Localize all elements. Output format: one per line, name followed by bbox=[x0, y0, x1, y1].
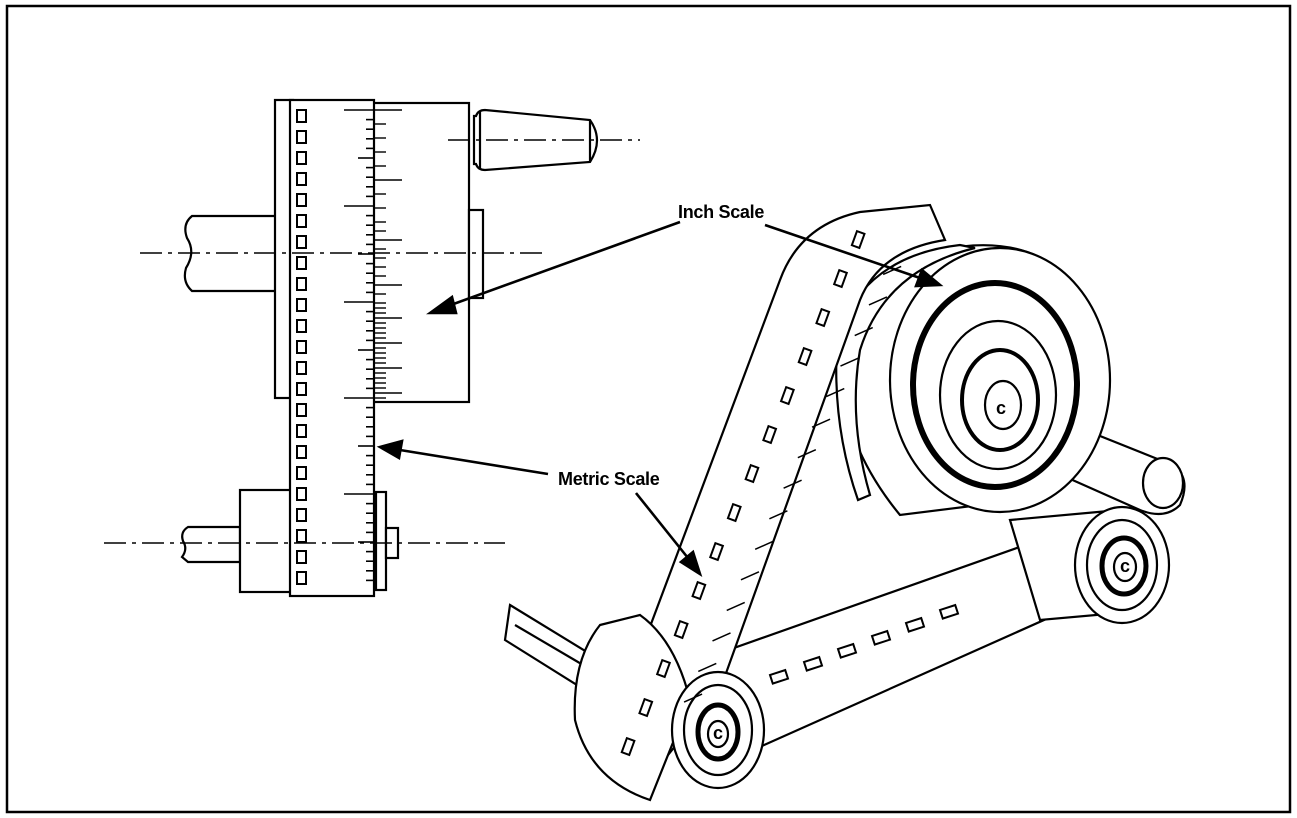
callout-arrows bbox=[376, 220, 944, 578]
side-view-dial-assembly bbox=[180, 98, 599, 598]
iso-hole bbox=[708, 541, 725, 562]
iso-tick bbox=[825, 387, 845, 398]
iso-tick bbox=[783, 479, 802, 489]
iso-hole bbox=[673, 619, 689, 640]
iso-bottom-hole bbox=[836, 642, 858, 659]
iso-hole bbox=[726, 502, 742, 523]
isometric-view bbox=[503, 203, 1186, 802]
iso-hole bbox=[779, 385, 795, 406]
belt-hole bbox=[296, 130, 307, 144]
iso-hole bbox=[797, 346, 813, 367]
iso-hole bbox=[832, 268, 849, 289]
belt-sprocket-holes bbox=[296, 109, 307, 585]
belt-hole bbox=[296, 298, 307, 312]
inch-scale-band bbox=[835, 243, 976, 502]
belt-hole bbox=[296, 193, 307, 207]
right-idler-pulley bbox=[1008, 505, 1171, 625]
iso-hole bbox=[815, 307, 831, 328]
drum-center-mark: c bbox=[996, 398, 1006, 418]
lower-shaft bbox=[180, 525, 242, 564]
belt-hole bbox=[296, 403, 307, 417]
belt-hole bbox=[296, 487, 307, 501]
iso-tick bbox=[769, 510, 788, 520]
drum-collar bbox=[467, 208, 485, 300]
metric-scale-ticks bbox=[344, 109, 374, 582]
idler-center-mark: c bbox=[1120, 556, 1130, 576]
inclined-metric-belt bbox=[598, 203, 947, 792]
iso-tick bbox=[797, 449, 817, 459]
iso-bottom-hole bbox=[802, 655, 824, 672]
belt-hole bbox=[296, 550, 307, 564]
iso-tick bbox=[854, 326, 874, 337]
belt-hole bbox=[296, 340, 307, 354]
belt-hole bbox=[296, 529, 307, 543]
iso-tick bbox=[712, 632, 731, 642]
pulley-center-mark: c bbox=[713, 723, 723, 743]
belt-hole bbox=[296, 214, 307, 228]
belt-hole bbox=[296, 466, 307, 480]
iso-hole bbox=[655, 658, 672, 679]
large-drum bbox=[837, 244, 1112, 517]
belt-hole bbox=[296, 277, 307, 291]
belt-hole bbox=[296, 361, 307, 375]
lower-collar bbox=[238, 488, 294, 594]
belt-hole bbox=[296, 235, 307, 249]
belt-hole bbox=[296, 256, 307, 270]
iso-tick bbox=[740, 571, 760, 581]
belt-hole bbox=[296, 445, 307, 459]
inch-scale-label: Inch Scale bbox=[678, 202, 764, 222]
iso-tick bbox=[726, 601, 746, 612]
iso-tick bbox=[754, 540, 774, 550]
iso-tick bbox=[811, 418, 831, 428]
belt-hole bbox=[296, 109, 307, 123]
iso-hole bbox=[850, 229, 866, 250]
iso-hole bbox=[744, 463, 760, 484]
belt-hole bbox=[296, 508, 307, 522]
belt-hole bbox=[296, 424, 307, 438]
iso-bottom-hole bbox=[904, 616, 926, 633]
iso-hole bbox=[638, 697, 654, 718]
metric-scale-label: Metric Scale bbox=[558, 469, 660, 489]
iso-tick bbox=[840, 357, 859, 367]
iso-hole bbox=[762, 424, 778, 445]
iso-hole bbox=[620, 736, 636, 757]
iso-bottom-hole bbox=[768, 668, 790, 685]
belt-hole bbox=[296, 319, 307, 333]
isometric-metric-ticks bbox=[683, 265, 902, 703]
iso-tick bbox=[683, 693, 703, 703]
isometric-belt-holes bbox=[620, 229, 960, 757]
iso-hole bbox=[691, 580, 707, 601]
iso-tick bbox=[882, 265, 902, 276]
belt-hole bbox=[296, 571, 307, 585]
inch-scale-ticks bbox=[374, 109, 402, 399]
iso-bottom-hole bbox=[938, 603, 960, 620]
belt-hole bbox=[296, 151, 307, 165]
iso-bottom-hole bbox=[870, 629, 892, 646]
belt-hole bbox=[296, 172, 307, 186]
belt-hole bbox=[296, 382, 307, 396]
lower-collar-right bbox=[374, 490, 388, 592]
iso-tick bbox=[697, 662, 717, 673]
iso-tick bbox=[868, 296, 888, 306]
centerlines bbox=[104, 139, 640, 544]
